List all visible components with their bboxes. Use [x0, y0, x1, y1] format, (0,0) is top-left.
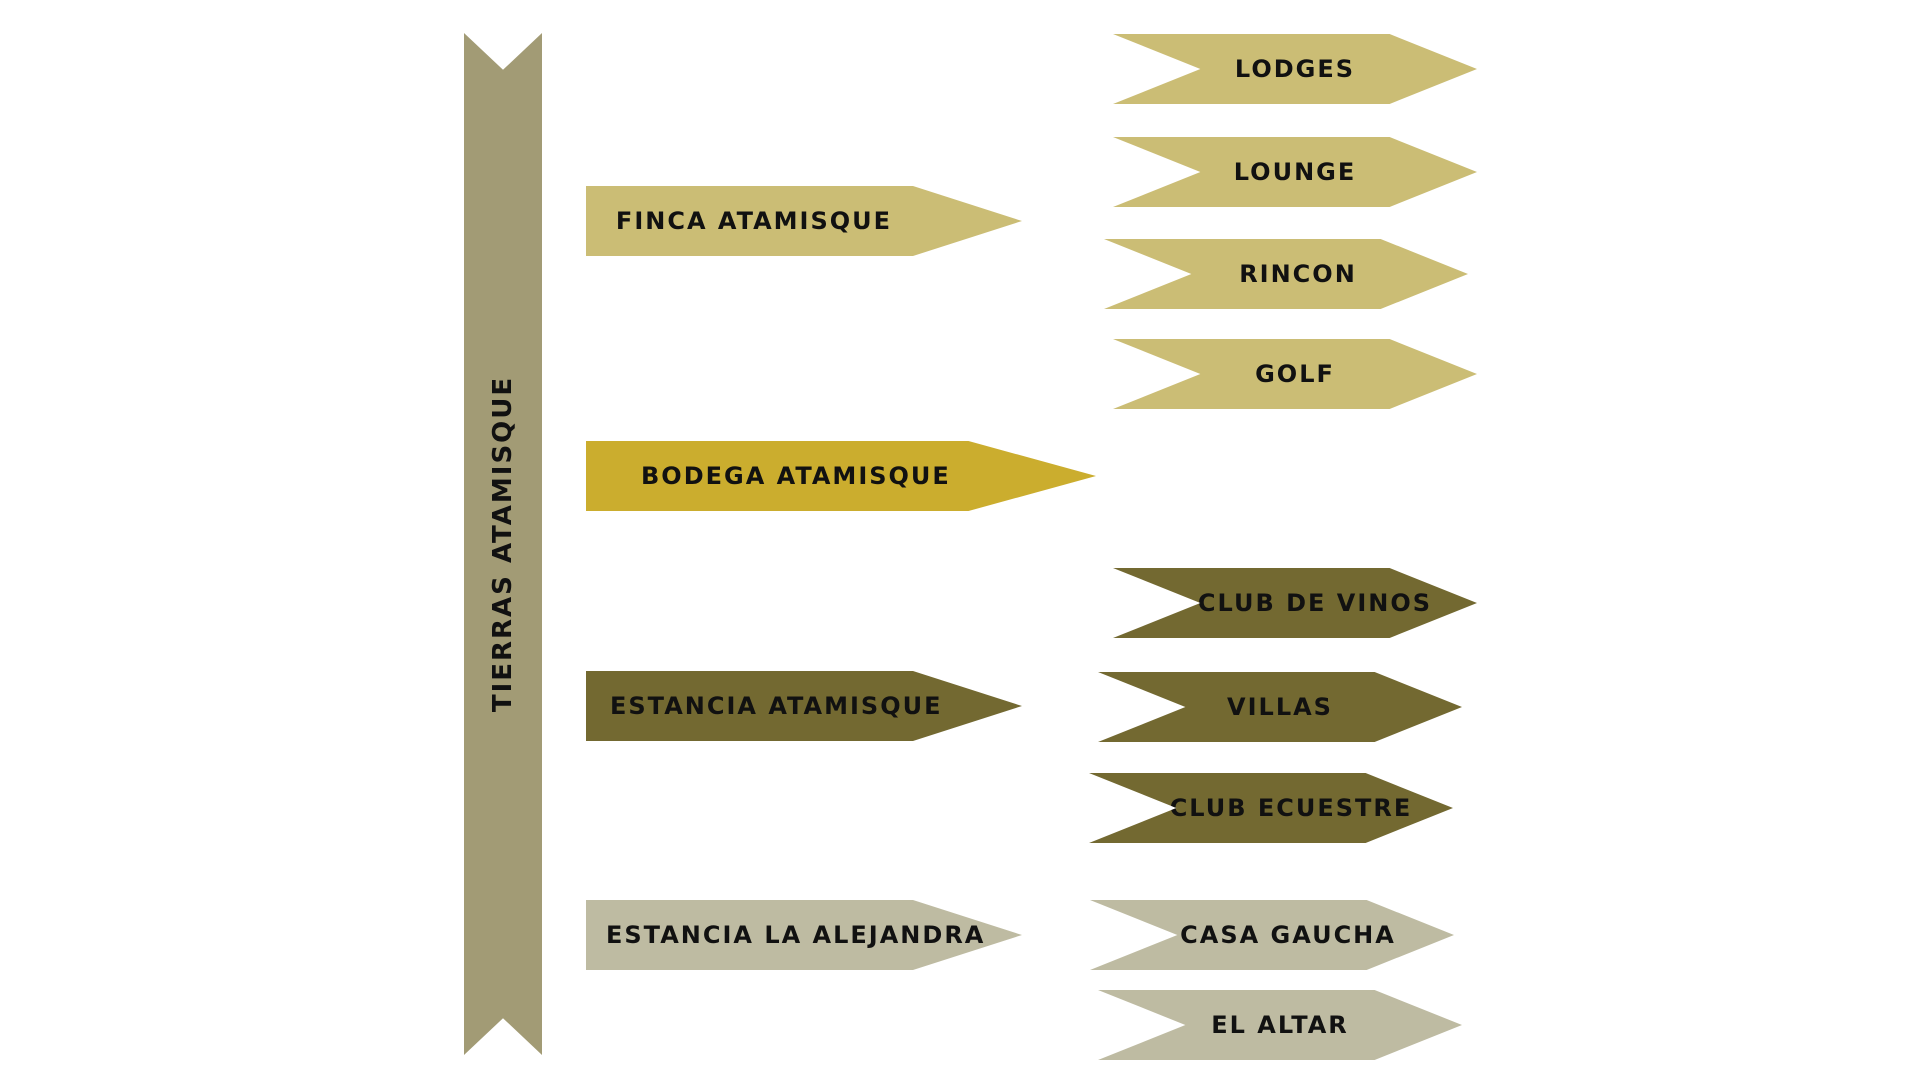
sub-node-lodges: LODGES [1113, 34, 1477, 104]
sub-node-label: CASA GAUCHA [1180, 921, 1396, 949]
sub-node-label: CLUB DE VINOS [1197, 589, 1433, 617]
sub-node-label: LOUNGE [1233, 158, 1357, 186]
main-node-label: ESTANCIA ATAMISQUE [610, 692, 943, 720]
main-node-estancia-atamisque: ESTANCIA ATAMISQUE [586, 671, 1022, 741]
main-node-finca-atamisque: FINCA ATAMISQUE [586, 186, 1022, 256]
sub-node-label: VILLAS [1227, 693, 1333, 721]
sub-node-label: LODGES [1234, 55, 1356, 83]
main-node-label: ESTANCIA LA ALEJANDRA [606, 921, 986, 949]
sub-node-villas: VILLAS [1098, 672, 1462, 742]
main-node-bodega-atamisque: BODEGA ATAMISQUE [586, 441, 1096, 511]
main-node-label: BODEGA ATAMISQUE [641, 462, 951, 490]
sub-node-club-ecuestre: CLUB ECUESTRE [1089, 773, 1453, 843]
sub-node-label: CLUB ECUESTRE [1169, 794, 1413, 822]
sub-node-label: GOLF [1255, 360, 1335, 388]
sub-node-casa-gaucha: CASA GAUCHA [1090, 900, 1454, 970]
sub-node-rincon: RINCON [1104, 239, 1468, 309]
sub-node-label: RINCON [1239, 260, 1357, 288]
main-node-estancia-la-alejandra: ESTANCIA LA ALEJANDRA [586, 900, 1022, 970]
banner-tierras-atamisque: TIERRAS ATAMISQUE [464, 33, 542, 1055]
main-node-label: FINCA ATAMISQUE [615, 207, 893, 235]
sub-node-label: EL ALTAR [1211, 1011, 1349, 1039]
sub-node-golf: GOLF [1113, 339, 1477, 409]
sub-node-lounge: LOUNGE [1113, 137, 1477, 207]
sub-node-el-altar: EL ALTAR [1098, 990, 1462, 1060]
banner-label: TIERRAS ATAMISQUE [488, 375, 518, 713]
sub-node-club-de-vinos: CLUB DE VINOS [1113, 568, 1477, 638]
